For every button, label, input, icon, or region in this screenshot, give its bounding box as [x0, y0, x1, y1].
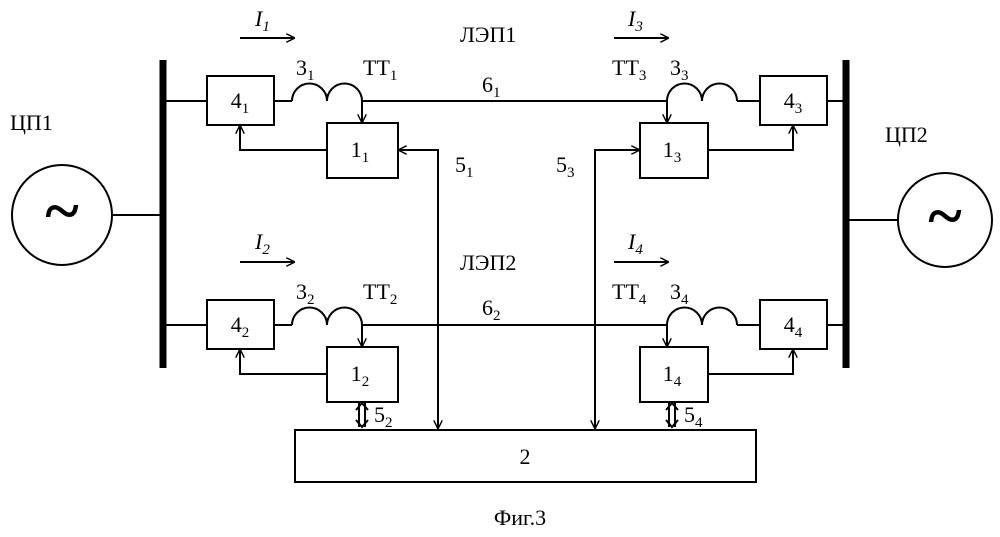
link-5-4-label: 54	[684, 402, 703, 431]
current-i1-label: I1	[254, 6, 270, 35]
coil-3-2-label: 32	[296, 279, 315, 308]
source-left-label: ЦП1	[10, 110, 53, 135]
relay2-to-switch2-arrow	[240, 350, 327, 374]
ct1-label: ТТ1	[363, 55, 397, 84]
link-5-2-label: 52	[374, 402, 393, 431]
line2-label: ЛЭП2	[460, 250, 516, 275]
source-left-symbol: ~	[45, 175, 78, 246]
source-right-label: ЦП2	[885, 122, 928, 147]
coil-3-4-label: 34	[670, 279, 689, 308]
link-5-1	[399, 150, 438, 428]
central-unit-label: 2	[520, 444, 531, 469]
current-i3-label: I3	[627, 6, 643, 35]
current-i2-label: I2	[254, 229, 270, 258]
link-5-1-label: 51	[455, 152, 474, 181]
coil-3-1-label: 31	[296, 55, 315, 84]
source-right-symbol: ~	[928, 180, 961, 251]
coil-3-3	[667, 84, 737, 102]
ct4-label: ТТ4	[612, 279, 647, 308]
coil-3-2	[292, 308, 362, 326]
relay3-to-switch3-arrow	[708, 126, 793, 150]
ct3-label: ТТ3	[612, 55, 646, 84]
link-5-2	[356, 403, 368, 427]
segment-6-2-label: 62	[482, 295, 501, 324]
link-5-3-label: 53	[556, 152, 575, 181]
current-i4-label: I4	[627, 229, 643, 258]
segment-6-1-label: 61	[482, 72, 501, 101]
relay4-to-switch4-arrow	[708, 350, 793, 374]
figure-caption: Фиг.3	[494, 505, 546, 530]
ct2-label: ТТ2	[363, 279, 397, 308]
link-5-4	[666, 403, 678, 427]
coil-3-4	[667, 308, 737, 326]
relay1-to-switch1-arrow	[240, 126, 327, 150]
line1-label: ЛЭП1	[460, 22, 516, 47]
coil-3-3-label: 33	[670, 55, 689, 84]
coil-3-1	[292, 84, 362, 102]
